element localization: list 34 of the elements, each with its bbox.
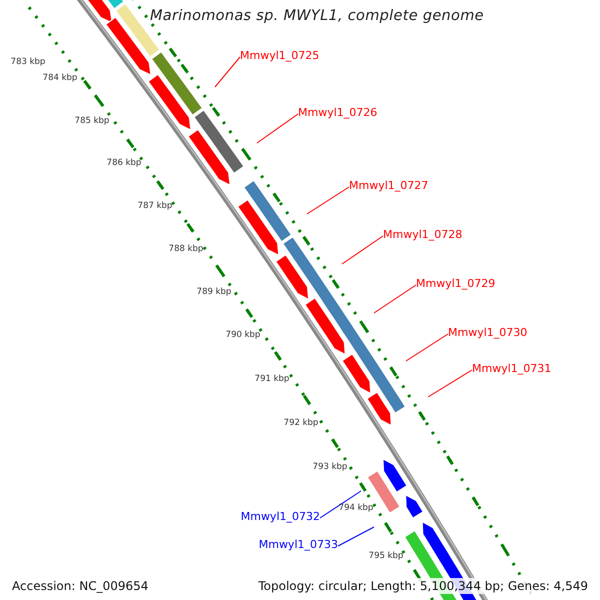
scale-label: 784 kbp bbox=[42, 73, 78, 83]
scale-label: 787 kbp bbox=[138, 201, 172, 211]
scale-label: 795 kbp bbox=[368, 551, 404, 561]
scale-label: 790 kbp bbox=[226, 330, 260, 340]
leader-line bbox=[256, 114, 298, 144]
scale-label: 789 kbp bbox=[196, 287, 232, 297]
gene-label: Mmwyl1_0728 bbox=[383, 228, 462, 242]
leader-line bbox=[214, 56, 240, 88]
gene-label: Mmwyl1_0726 bbox=[298, 106, 378, 120]
gene-label: Mmwyl1_0727 bbox=[349, 179, 428, 193]
gene-label: Mmwyl1_0730 bbox=[448, 326, 528, 340]
leader-line bbox=[338, 526, 374, 546]
gene-label: Mmwyl1_0732 bbox=[240, 510, 320, 524]
scale-label: 793 kbp bbox=[312, 462, 348, 472]
gene-label: Mmwyl1_0725 bbox=[240, 49, 320, 63]
map-title: Marinomonas sp. MWYL1, complete genome bbox=[150, 8, 484, 24]
scale-label: 788 kbp bbox=[168, 244, 204, 254]
leader-line bbox=[320, 490, 362, 518]
scale-label: 786 kbp bbox=[106, 158, 142, 168]
gene-label: Mmwyl1_0733 bbox=[258, 538, 338, 552]
genome-summary-text: Topology: circular; Length: 5,100,344 bp; Genes: 4,549 bbox=[256, 578, 590, 594]
leader-line bbox=[406, 334, 448, 362]
leader-line bbox=[342, 236, 384, 264]
scale-label: 783 kbp bbox=[10, 57, 46, 67]
leader-line bbox=[306, 186, 350, 214]
scale-label: 794 kbp bbox=[338, 503, 374, 513]
scale-label: 785 kbp bbox=[74, 116, 110, 126]
scale-label: 791 kbp bbox=[254, 374, 290, 384]
gene-label: Mmwyl1_0729 bbox=[416, 277, 496, 291]
leader-line bbox=[428, 370, 472, 398]
leader-line bbox=[374, 284, 416, 314]
gene-label: Mmwyl1_0731 bbox=[472, 362, 552, 376]
scale-label: 792 kbp bbox=[284, 418, 318, 428]
accession-text: Accession: NC_009654 bbox=[10, 578, 150, 594]
